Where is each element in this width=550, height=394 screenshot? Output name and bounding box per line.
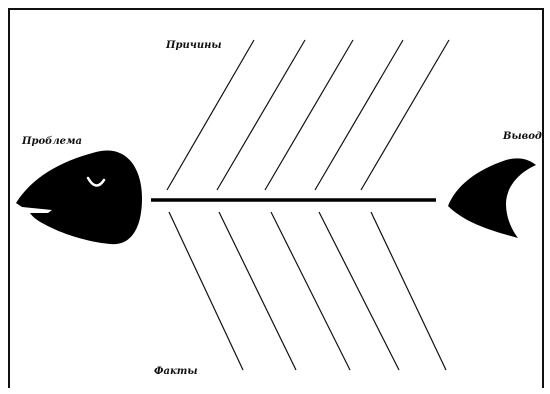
lower-bone-1 (169, 212, 243, 370)
problem-label: Проблема (22, 136, 82, 147)
upper-bone-1 (167, 40, 254, 190)
upper-bone-2 (217, 40, 305, 190)
conclusion-label: Вывод (503, 131, 542, 142)
fish-tail (448, 158, 536, 238)
upper-bone-4 (315, 40, 403, 190)
upper-bones (167, 40, 449, 190)
upper-bone-5 (361, 40, 449, 190)
upper-bone-3 (265, 40, 353, 190)
lower-bone-2 (219, 212, 296, 370)
lower-bone-5 (371, 212, 446, 370)
facts-label: Факты (154, 366, 198, 377)
lower-bones (169, 212, 446, 370)
causes-label: Причины (166, 40, 222, 51)
fish-head (16, 151, 142, 245)
lower-bone-3 (271, 212, 350, 370)
lower-bone-4 (319, 212, 399, 370)
